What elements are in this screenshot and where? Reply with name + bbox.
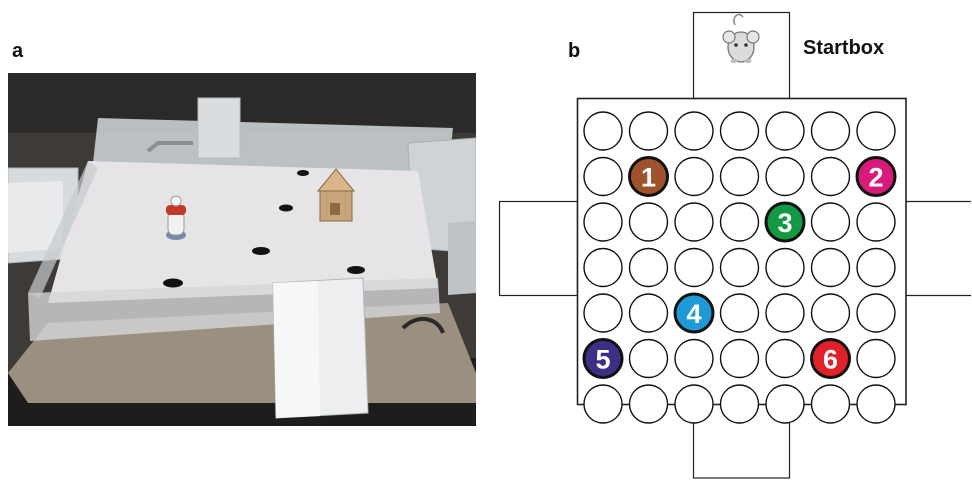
marker-number: 6 <box>823 345 838 375</box>
well <box>674 338 714 379</box>
well <box>719 384 760 424</box>
marker-circle <box>810 338 851 379</box>
panel-b-label: b <box>568 40 581 62</box>
marker-circle <box>764 201 806 243</box>
well <box>674 156 714 197</box>
marker-5: 5 <box>582 338 624 379</box>
well <box>856 338 896 379</box>
marker-1: 1 <box>628 156 669 197</box>
well <box>674 247 714 288</box>
marker-4: 4 <box>673 292 715 334</box>
robot-toy <box>166 195 186 240</box>
wooden-house-toy <box>316 168 356 222</box>
well <box>628 202 669 242</box>
well <box>674 384 714 424</box>
well <box>856 111 896 151</box>
well <box>765 384 805 424</box>
marker-circle <box>855 156 897 197</box>
back-arm-box <box>197 97 241 159</box>
apparatus-photo <box>8 73 476 426</box>
marker-circle <box>582 338 624 379</box>
marker-number: 1 <box>641 163 656 193</box>
marker-number: 4 <box>686 299 701 329</box>
marker-number: 5 <box>595 345 610 375</box>
back-wall <box>93 118 453 173</box>
well <box>810 247 851 288</box>
well <box>810 293 851 333</box>
well <box>856 202 896 242</box>
well <box>628 111 669 151</box>
well <box>674 202 714 242</box>
mouse-icon <box>722 13 760 63</box>
well <box>810 156 851 197</box>
well <box>583 293 623 333</box>
well <box>810 202 851 242</box>
well <box>583 156 623 197</box>
panel-a-label: a <box>12 40 24 62</box>
well <box>628 384 669 424</box>
left-arm <box>498 200 579 297</box>
arena-schematic: Startbox 1 2 3 4 5 6 <box>498 11 971 479</box>
marker-6: 6 <box>810 338 851 379</box>
well <box>765 247 805 288</box>
startbox-label: Startbox <box>803 37 884 59</box>
well <box>765 156 805 197</box>
well <box>628 247 669 288</box>
well <box>583 202 623 242</box>
well <box>719 247 760 288</box>
marker-circle <box>673 292 715 334</box>
well <box>765 293 805 333</box>
marker-number: 3 <box>777 208 792 238</box>
well <box>765 111 805 151</box>
well <box>765 338 805 379</box>
well <box>719 202 760 242</box>
marker-3: 3 <box>764 201 806 243</box>
well <box>583 384 623 424</box>
well <box>856 384 896 424</box>
marker-layer: 1 2 3 4 5 6 <box>582 156 897 379</box>
well <box>810 111 851 151</box>
marker-circle <box>628 156 669 197</box>
well <box>856 293 896 333</box>
well <box>583 111 623 151</box>
well <box>719 338 760 379</box>
well <box>719 293 760 333</box>
well <box>856 247 896 288</box>
well <box>628 338 669 379</box>
well <box>719 156 760 197</box>
well <box>810 384 851 424</box>
well-grid <box>583 111 896 424</box>
marker-2: 2 <box>855 156 897 197</box>
well <box>583 247 623 288</box>
well <box>719 111 760 151</box>
well <box>674 111 714 151</box>
well <box>628 293 669 333</box>
marker-number: 2 <box>868 163 883 193</box>
